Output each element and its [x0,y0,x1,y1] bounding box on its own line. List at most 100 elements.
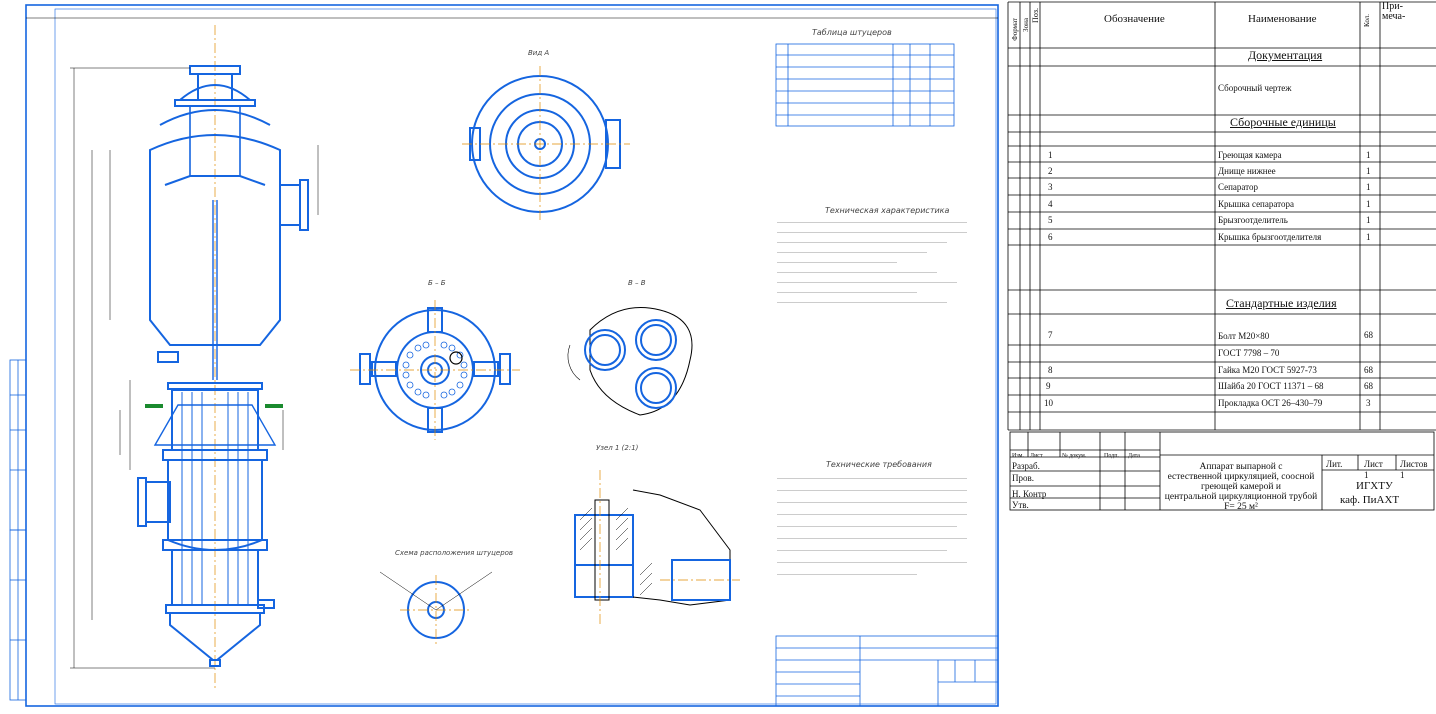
title-line: греющей камерой и [1201,482,1281,492]
item-qty: 68 [1364,365,1373,375]
support-markers [145,404,283,408]
header-designation: Обозначение [1104,13,1165,25]
nozzle-layout-scheme [379,571,493,645]
note-line [777,574,917,576]
sheet-frame [25,4,999,707]
tube-bundle [402,341,468,399]
nozzle-table-grid [775,43,955,127]
title-line: Аппарат выпарной с [1199,462,1283,472]
item-name: Греющая камера [1218,150,1282,160]
header-zone: Зона [1022,18,1030,32]
item-name: ГОСТ 7798 – 70 [1218,348,1280,358]
node-title: Узел 1 (2:1) [596,444,639,452]
item-qty: 1 [1366,182,1371,192]
section-bb [350,300,520,440]
node-detail [574,470,740,625]
item-name: Брызгоотделитель [1218,215,1288,225]
tech-characteristics-title: Техническая характеристика [825,206,950,215]
note-line [777,222,967,224]
header-note: При- меча- [1382,1,1406,22]
note-line [777,502,967,504]
note-line [777,478,967,480]
note-line [777,292,917,294]
item-pos: 1 [1048,150,1053,160]
note-line [777,302,947,304]
item-name: Гайка М20 ГОСТ 5927-73 [1218,365,1317,375]
tech-requirements-title: Технические требования [826,460,932,469]
nozzle-layout-title: Схема расположения штуцеров [395,549,514,557]
label-ndoc: № докум. [1062,453,1087,459]
header-qty: Кол. [1363,14,1371,27]
header-format: Формат [1011,18,1019,41]
item-pos: 4 [1048,199,1053,209]
note-line [777,262,897,264]
item-name: Крышка брызгоотделителя [1218,232,1322,242]
item-pos: 9 [1046,381,1051,391]
item-pos: 5 [1048,215,1053,225]
note-line [777,232,967,234]
specification-table: Обозначение Наименование При- меча- Форм… [1008,0,1436,520]
note-line [777,252,927,254]
item-qty: 3 [1366,398,1371,408]
node-hatching [579,507,653,596]
label-izm: Изм. [1012,453,1024,459]
note-line [777,514,967,516]
header-pos: Поз. [1031,8,1040,23]
role-approved: Утв. [1012,500,1029,510]
org-department: каф. ПиАХТ [1340,494,1400,506]
left-margin-strip [9,359,27,701]
dimension-lines [70,67,319,669]
item-pos: 6 [1048,232,1053,242]
view-a-title: Вид А [528,49,550,57]
label-sheet: Лист [1364,459,1383,469]
note-line [777,550,947,552]
item-qty: 1 [1366,232,1371,242]
title-line: естественной циркуляцией, соосной [1167,472,1315,482]
org-institute: ИГХТУ [1356,480,1393,492]
item-name: Днище нижнее [1218,166,1276,176]
role-developer: Разраб. [1012,461,1040,471]
drawing-corner-stamp [775,635,999,707]
section-documentation: Документация [1248,48,1323,62]
title-line: F= 25 м² [1224,502,1258,512]
section-bb-title: Б – Б [428,279,446,287]
section-vv [567,307,693,416]
title-line: центральной циркуляционной трубой [1164,492,1318,502]
apparatus-front-view [137,25,309,690]
item-pos: 7 [1048,330,1053,340]
item-qty: 1 [1366,199,1371,209]
drawing-title: Аппарат выпарной с естественной циркуляц… [1160,462,1322,512]
title-block-grid [1009,431,1435,511]
role-norm-control: Н. Контр [1012,489,1047,499]
item-qty: 1 [1366,215,1371,225]
note-line [777,562,967,564]
label-list: Лист [1030,453,1043,459]
section-vv-title: В – В [628,279,646,287]
note-line [777,538,967,540]
item-name: Прокладка ОСТ 26–430–79 [1218,398,1323,408]
note-line [777,490,967,492]
item-name: Болт М20×80 [1218,331,1270,341]
view-a-top [462,66,630,222]
item-qty: 68 [1364,381,1373,391]
note-line [777,526,957,528]
section-assemblies: Сборочные единицы [1230,115,1336,129]
note-line [777,282,957,284]
note-line [777,242,947,244]
item-name: Крышка сепаратора [1218,199,1294,209]
sheet-number: 1 [1364,470,1369,480]
item-pos: 8 [1048,365,1053,375]
item-pos: 2 [1048,166,1053,176]
doc-assembly-drawing: Сборочный чертеж [1218,83,1292,93]
label-data: Дата [1128,453,1140,459]
item-name: Шайба 20 ГОСТ 11371 – 68 [1218,381,1324,391]
label-podp: Подп. [1104,453,1119,459]
item-name: Сепаратор [1218,182,1258,192]
sheets-count: 1 [1400,470,1405,480]
header-name: Наименование [1248,13,1317,25]
section-standard: Стандартные изделия [1226,296,1337,310]
specification-grid [1007,1,1436,431]
item-qty: 1 [1366,150,1371,160]
